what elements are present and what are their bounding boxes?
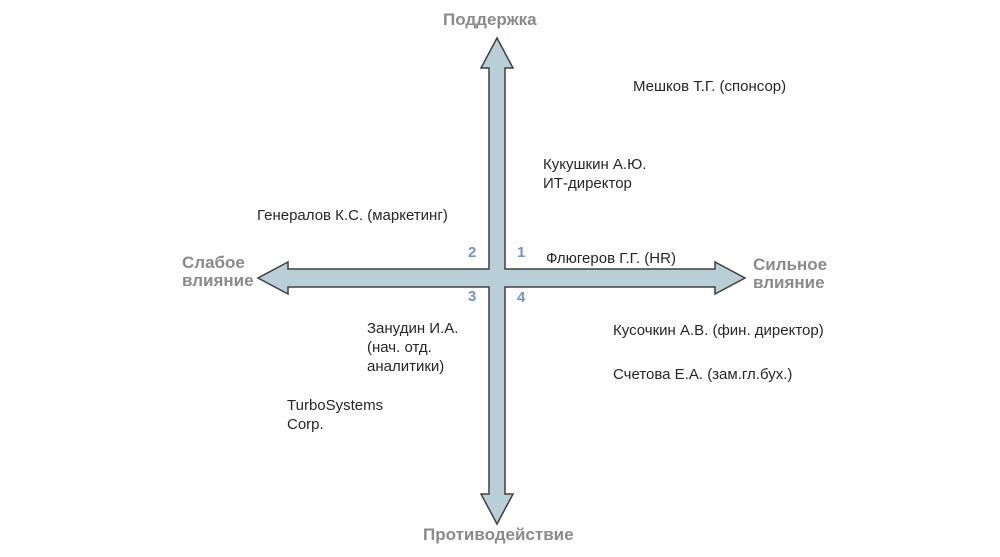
quadrant-number-3: 3 [468, 288, 477, 305]
stakeholder-label-generalov: Генералов К.С. (маркетинг) [257, 207, 448, 224]
axes-cross-shape [256, 36, 747, 526]
stakeholder-label-meshkov: Мешков Т.Г. (спонсор) [633, 78, 787, 95]
stakeholder-label-kusochkin: Кусочкин А.В. (фин. директор) [613, 322, 824, 339]
stakeholder-label-turbosystems: TurboSystems Corp. [287, 397, 384, 433]
quadrant-number-4: 4 [517, 289, 526, 306]
quadrant-number-2: 2 [468, 244, 477, 261]
stakeholder-label-flyugerov: Флюгеров Г.Г. (HR) [546, 250, 676, 267]
stakeholder-label-schetova: Счетова Е.А. (зам.гл.бух.) [613, 366, 793, 383]
stakeholder-label-kukushkin: Кукушкин А.Ю. ИТ-директор [543, 156, 647, 192]
axis-label-strong-influence: Сильное влияние [753, 255, 828, 292]
axis-label-support: Поддержка [443, 10, 537, 29]
axis-label-weak-influence: Слабое влияние [182, 253, 254, 290]
quadrant-number-1: 1 [517, 244, 526, 261]
stakeholder-label-zanudin: Занудин И.А. (нач. отд. аналитики) [367, 320, 459, 375]
axis-label-opposition: Противодействие [423, 525, 574, 544]
